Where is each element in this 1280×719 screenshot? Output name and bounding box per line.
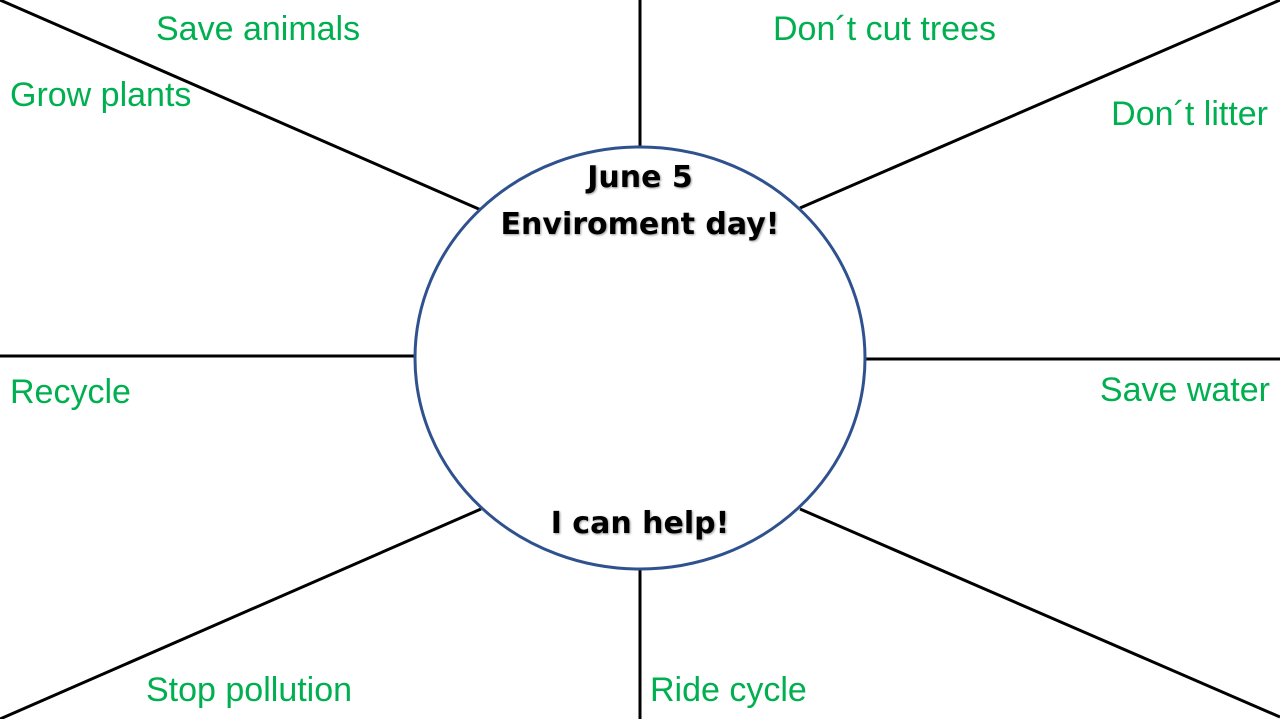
label-recycle: Recycle xyxy=(10,373,131,411)
line-bottom-right-diagonal xyxy=(799,507,1280,719)
center-title: Enviroment day! xyxy=(500,207,780,242)
line-top-left-diagonal xyxy=(0,0,482,212)
label-dont-cut-trees: Don´t cut trees xyxy=(773,10,996,48)
label-grow-plants: Grow plants xyxy=(10,76,192,114)
center-date: June 5 xyxy=(587,160,693,195)
line-bottom-left-diagonal xyxy=(0,507,482,719)
label-save-animals: Save animals xyxy=(156,10,361,48)
label-ride-cycle: Ride cycle xyxy=(650,671,807,709)
label-dont-litter: Don´t litter xyxy=(1111,95,1268,133)
label-stop-pollution: Stop pollution xyxy=(146,671,353,709)
line-top-right-diagonal xyxy=(799,0,1280,210)
label-save-water: Save water xyxy=(1099,371,1270,409)
center-help-text: I can help! xyxy=(550,506,730,541)
center-circle xyxy=(413,145,867,571)
